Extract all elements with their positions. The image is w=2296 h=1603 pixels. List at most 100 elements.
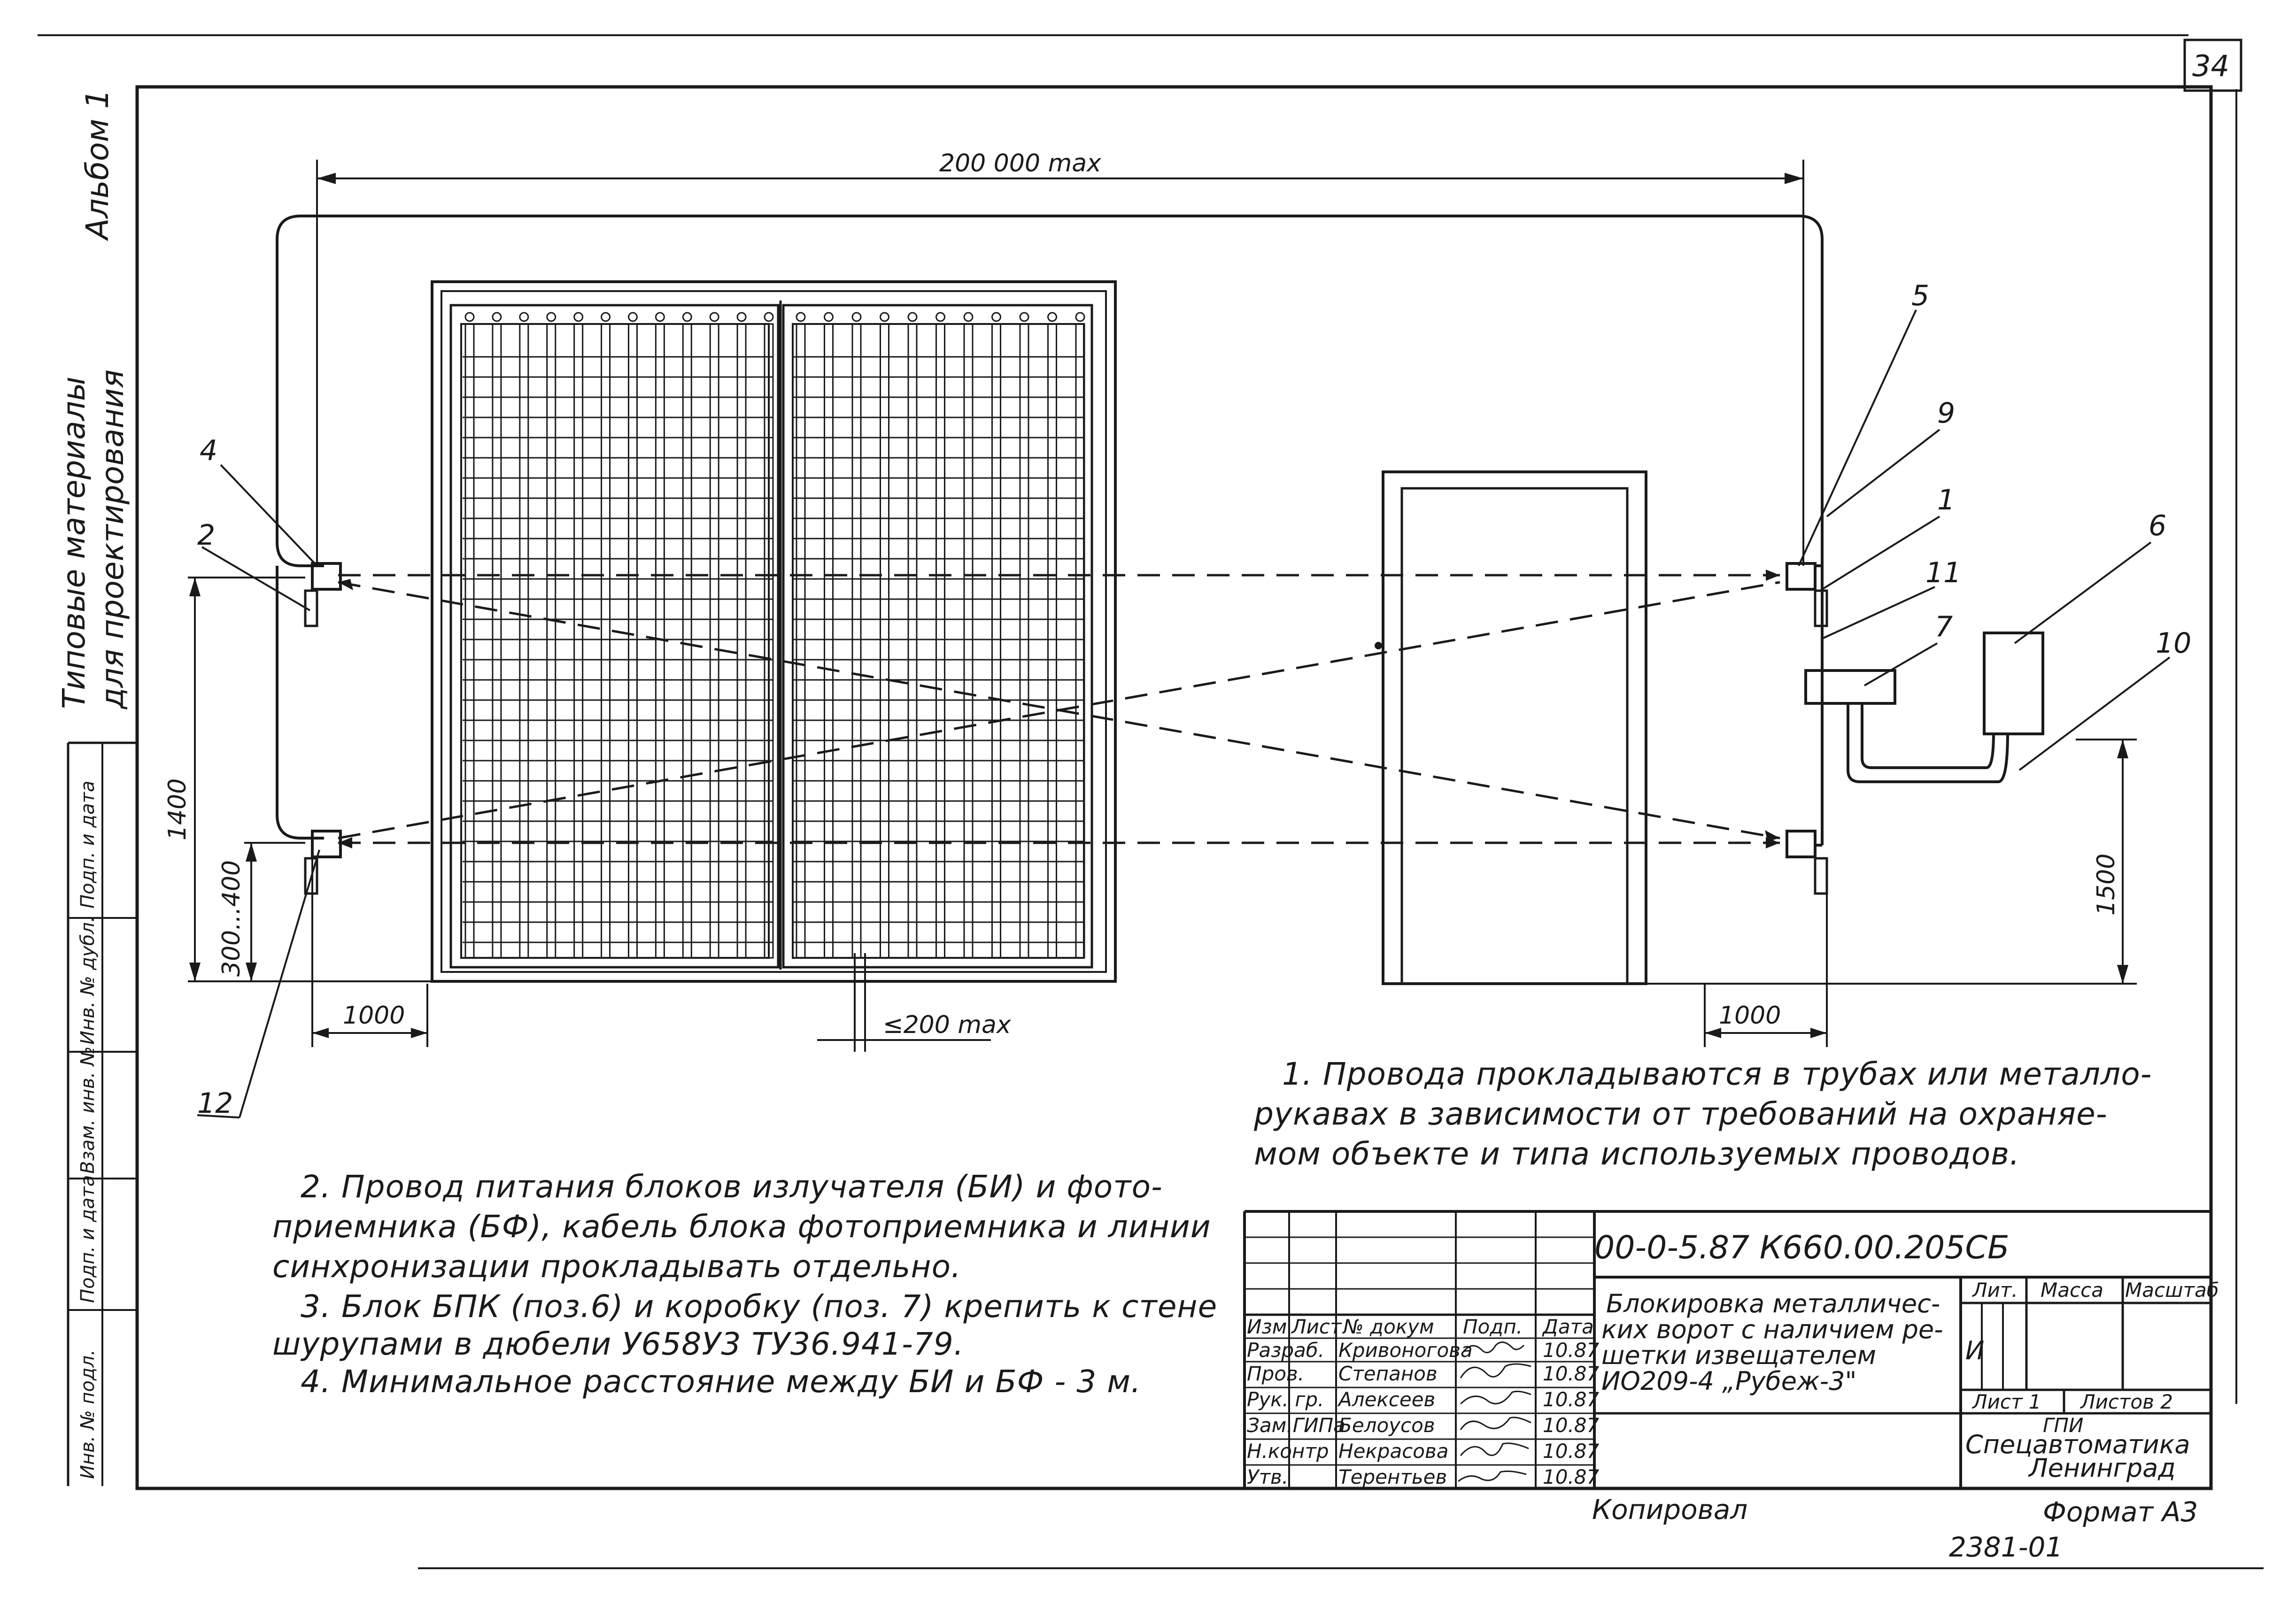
gate-bar: [573, 323, 584, 959]
gate-bar: [935, 323, 945, 959]
callout-9: 9: [1937, 397, 1955, 430]
receiver-unit-bottom-left: [304, 830, 342, 895]
gate-spike: [736, 312, 747, 322]
gate-bar: [824, 323, 834, 959]
note-2-line-2: приемника (БФ), кабель блока фотоприемни…: [272, 1209, 1211, 1245]
side-strip: [67, 741, 137, 1486]
callout-11: 11: [1925, 556, 1961, 589]
note-1-line-2: рукавах в зависимости от требований на о…: [1253, 1096, 2108, 1132]
gate-spike: [851, 312, 862, 322]
cable-conduit: [276, 215, 2009, 847]
junction-box-7: [1804, 669, 1896, 705]
lit-value: И: [1965, 1336, 1984, 1365]
gate-spike: [764, 312, 774, 322]
sheet-number: 34: [2192, 49, 2229, 83]
gate-spike: [1047, 312, 1057, 322]
side-field-2: Инв. № дубл.: [77, 916, 99, 1045]
gate-bar: [709, 323, 719, 959]
gate-spike: [963, 312, 974, 322]
name-1: Степанов: [1338, 1362, 1438, 1385]
gate-spike: [601, 312, 611, 322]
date-2: 10.87: [1543, 1388, 1600, 1411]
role-0: Разраб.: [1247, 1339, 1324, 1362]
infrared-beams: [338, 570, 1780, 848]
doc-code: 00-0-5.87 К660.00.205СБ: [1594, 1229, 2010, 1266]
org-line-1: ГПИ: [2043, 1414, 2083, 1437]
gate-bar: [880, 323, 889, 959]
note-3-line-2: шурупами в дюбели У658У3 ТУ36.941-79.: [272, 1326, 964, 1362]
gate-spike: [1019, 312, 1029, 322]
gate-bar: [464, 323, 475, 959]
gate-bar: [682, 323, 692, 959]
callout-4: 4: [200, 434, 217, 467]
gate-spike: [682, 312, 692, 322]
gate-bar: [796, 323, 806, 959]
emitter-unit-top-left: [304, 562, 342, 627]
gate-spike: [519, 312, 529, 322]
name-2: Алексеев: [1337, 1388, 1435, 1411]
col-header-izm: Изм: [1247, 1315, 1287, 1338]
emitter-unit-bottom-right: [1786, 830, 1828, 895]
callout-5: 5: [1911, 279, 1929, 312]
dim-offset-left: 1000: [343, 1002, 405, 1030]
gate-bar: [519, 323, 529, 959]
dim-gap: ≤200 max: [883, 1011, 1012, 1039]
callout-7: 7: [1935, 610, 1953, 643]
dimension-lines: [188, 160, 2137, 1052]
name-4: Некрасова: [1338, 1440, 1448, 1463]
gate-bars: [464, 323, 1085, 959]
gate-bar: [1019, 323, 1029, 959]
title-block: [1243, 1210, 2211, 1488]
dim-height-1400: 1400: [163, 778, 192, 840]
note-2-line-1: 2. Провод питания блоков излучателя (БИ)…: [301, 1169, 1163, 1205]
gate-spike: [796, 312, 806, 322]
name-3: Белоусов: [1338, 1414, 1435, 1437]
gate-spike: [573, 312, 584, 322]
dim-offset-right: 1000: [1719, 1002, 1781, 1030]
gate-spike: [627, 312, 638, 322]
gate-bar: [963, 323, 974, 959]
gate-spike: [935, 312, 945, 322]
gate-bar: [764, 323, 774, 959]
note-3-line-1: 3. Блок БПК (поз.6) и коробку (поз. 7) к…: [301, 1288, 1217, 1325]
dim-height-1500: 1500: [2092, 854, 2120, 916]
signatures: [1458, 1341, 1531, 1482]
title-line-1: Блокировка металличес-: [1606, 1289, 1940, 1318]
gate-bar: [736, 323, 747, 959]
note-2-line-3: синхронизации прокладывать отдельно.: [272, 1248, 961, 1285]
name-0: Кривоногова: [1338, 1339, 1473, 1362]
callout-6: 6: [2149, 509, 2166, 542]
date-3: 10.87: [1543, 1414, 1600, 1437]
note-1-line-1: 1. Провода прокладываются в трубах или м…: [1282, 1056, 2152, 1092]
leader-lines: [197, 309, 2171, 1118]
col-header-doc: № докум: [1342, 1315, 1434, 1338]
gate-bar: [1047, 323, 1057, 959]
name-5: Терентьев: [1338, 1465, 1447, 1488]
role-4: Н.контр: [1247, 1440, 1329, 1463]
gate-rails: [463, 356, 1085, 943]
org-line-3: Ленинград: [2028, 1453, 2176, 1483]
date-4: 10.87: [1543, 1440, 1600, 1463]
callout-12: 12: [197, 1087, 233, 1120]
org-line-2: Спецавтоматика: [1965, 1430, 2190, 1459]
note-1-line-3: мом объекте и типа используемых проводов…: [1254, 1136, 2020, 1172]
sheet-label: Лист 1: [1971, 1390, 2041, 1413]
col-header-list: Лист: [1291, 1315, 1342, 1338]
gate-spike: [546, 312, 557, 322]
callout-10: 10: [2156, 627, 2191, 660]
col-header-sign: Подп.: [1463, 1315, 1523, 1338]
gate-spike: [655, 312, 665, 322]
note-4: 4. Минимальное расстояние между БИ и БФ …: [301, 1364, 1141, 1400]
gate-spike: [709, 312, 719, 322]
series-label-1: Типовые материалы: [56, 377, 92, 709]
gate-bar: [492, 323, 502, 959]
format-label: Формат А3: [2043, 1496, 2198, 1528]
sheet-frame: [38, 34, 2264, 1569]
side-field-3: Взам. инв. №: [77, 1046, 99, 1174]
receiver-unit-top-right: [1786, 562, 1828, 627]
role-5: Утв.: [1247, 1465, 1288, 1488]
ref-number: 2381-01: [1949, 1531, 2063, 1563]
callout-1: 1: [1937, 484, 1955, 516]
date-0: 10.87: [1543, 1339, 1600, 1362]
